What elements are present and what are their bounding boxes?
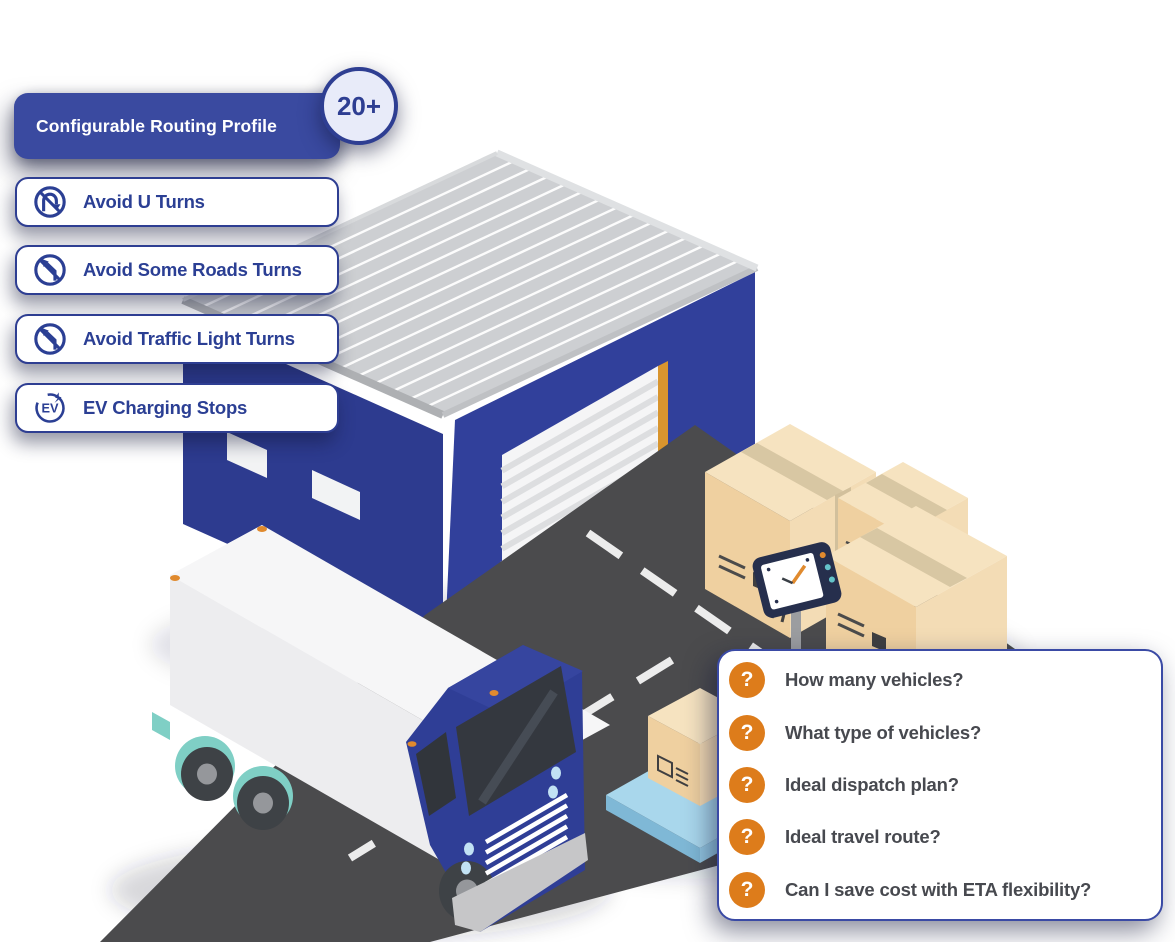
count-badge: 20+ xyxy=(320,67,398,145)
ev-charging-icon: EV xyxy=(35,392,65,423)
pill-label: Avoid U Turns xyxy=(83,191,205,212)
truck-side-window xyxy=(416,732,456,816)
question-row: ? Ideal dispatch plan? xyxy=(719,759,1161,811)
question-label: Ideal dispatch plan? xyxy=(785,774,959,796)
questions-card: ? How many vehicles? ? What type of vehi… xyxy=(717,649,1163,921)
routing-profile-title: Configurable Routing Profile xyxy=(36,115,277,136)
truck-headlights xyxy=(461,766,561,875)
question-row: ? Ideal travel route? xyxy=(719,811,1161,863)
question-mark-icon: ? xyxy=(729,662,765,699)
truck-cab xyxy=(406,645,588,932)
question-mark-icon: ? xyxy=(729,819,765,856)
question-mark-icon: ? xyxy=(729,871,765,908)
question-label: Can I save cost with ETA flexibility? xyxy=(785,878,1092,900)
pill-avoid-u-turns: Avoid U Turns xyxy=(15,177,339,227)
warehouse-window xyxy=(312,470,360,520)
pill-avoid-some-roads-turns: Avoid Some Roads Turns xyxy=(15,245,339,295)
pill-label: Avoid Some Roads Turns xyxy=(83,259,302,280)
warehouse xyxy=(181,149,759,640)
no-left-turn-icon xyxy=(34,323,66,355)
question-row: ? How many vehicles? xyxy=(719,654,1161,706)
no-u-turn-icon xyxy=(34,186,66,218)
pill-ev-charging-stops: EV EV Charging Stops xyxy=(15,383,339,433)
question-row: ? What type of vehicles? xyxy=(719,706,1161,758)
routing-profile-title-card: Configurable Routing Profile xyxy=(14,93,340,159)
question-mark-icon: ? xyxy=(729,767,765,804)
question-row: ? Can I save cost with ETA flexibility? xyxy=(719,864,1161,916)
count-badge-label: 20+ xyxy=(336,90,382,121)
question-label: What type of vehicles? xyxy=(785,721,982,743)
truck-rear-wheels xyxy=(175,736,293,830)
question-label: How many vehicles? xyxy=(785,669,964,691)
question-label: Ideal travel route? xyxy=(785,826,941,848)
no-left-turn-icon xyxy=(34,254,66,286)
pill-label: EV Charging Stops xyxy=(83,397,248,418)
warehouse-window xyxy=(227,432,267,478)
pill-label: Avoid Traffic Light Turns xyxy=(83,328,295,349)
delivery-truck xyxy=(152,525,610,932)
truck-bumper xyxy=(452,833,588,932)
svg-text:EV: EV xyxy=(41,401,59,416)
pill-avoid-traffic-light-turns: Avoid Traffic Light Turns xyxy=(15,314,339,364)
question-mark-icon: ? xyxy=(729,714,765,751)
